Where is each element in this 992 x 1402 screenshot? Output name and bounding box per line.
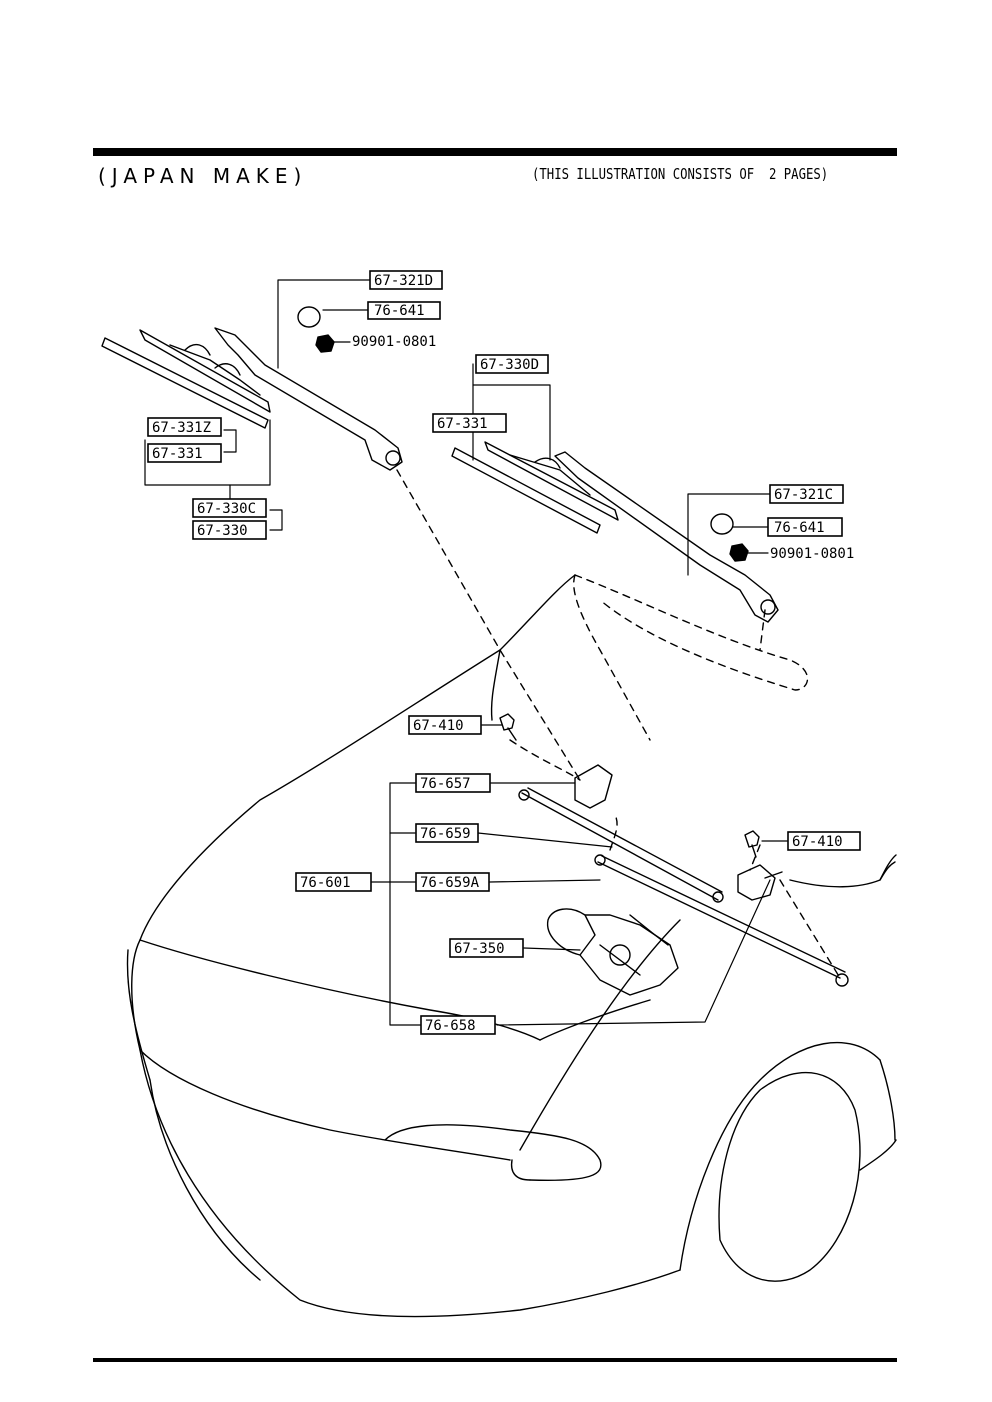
svg-text:67-330D: 67-330D (480, 357, 539, 373)
callout-76-659: 76-659 (415, 823, 479, 843)
svg-text:90901-0801: 90901-0801 (352, 334, 436, 350)
top-rule (93, 148, 897, 156)
svg-text:67-331: 67-331 (152, 446, 203, 462)
svg-text:76-659: 76-659 (420, 826, 471, 842)
svg-text:76-657: 76-657 (420, 776, 471, 792)
right-nut (729, 543, 749, 562)
svg-text:67-331: 67-331 (437, 416, 488, 432)
svg-text:67-330: 67-330 (197, 523, 248, 539)
svg-text:67-321C: 67-321C (774, 487, 833, 503)
callout-67-331Z: 67-331Z (147, 417, 222, 437)
svg-text:90901-0801: 90901-0801 (770, 546, 854, 562)
callout-76-657: 76-657 (415, 773, 491, 793)
left-wiper-blade (101, 329, 271, 429)
linkage-assembly (518, 764, 849, 987)
car-body-outline (126, 574, 897, 1318)
svg-text:67-410: 67-410 (792, 834, 843, 850)
right-wiper-blade (451, 441, 619, 534)
page-count-note: (THIS ILLUSTRATION CONSISTS OF 2 PAGES) (532, 165, 829, 183)
leader-lines (144, 279, 788, 1026)
callout-76-601: 76-601 (295, 872, 372, 892)
svg-text:76-641: 76-641 (374, 303, 425, 319)
svg-text:76-658: 76-658 (425, 1018, 476, 1034)
svg-text:67-410: 67-410 (413, 718, 464, 734)
callout-67-321D: 67-321D (369, 270, 443, 290)
callout-67-330C: 67-330C (192, 498, 267, 518)
lower-bolt (744, 830, 760, 858)
svg-text:67-331Z: 67-331Z (152, 420, 211, 436)
svg-text:67-330C: 67-330C (197, 501, 256, 517)
left-nut (315, 334, 335, 353)
callout-67-350: 67-350 (449, 938, 524, 958)
callout-90901-0801-left: 90901-0801 (352, 334, 436, 350)
callout-67-331-right: 67-331 (432, 413, 507, 433)
callout-67-410-upper: 67-410 (408, 715, 482, 735)
callout-90901-0801-right: 90901-0801 (770, 546, 854, 562)
callout-67-330: 67-330 (192, 520, 267, 540)
callout-67-410-lower: 67-410 (787, 831, 861, 851)
svg-text:76-601: 76-601 (300, 875, 351, 891)
wiper-motor (546, 908, 679, 996)
upper-bolt (499, 713, 517, 741)
callout-76-658: 76-658 (420, 1015, 496, 1035)
link-rod-short (597, 855, 846, 979)
callout-67-330D: 67-330D (475, 354, 549, 374)
callout-67-321C: 67-321C (769, 484, 844, 504)
assembly-dashed-lines (396, 469, 841, 979)
right-cap (710, 513, 734, 535)
bottom-rule (93, 1358, 897, 1362)
svg-text:67-350: 67-350 (454, 941, 505, 957)
link-rod-long (521, 787, 723, 901)
right-wiper-arm (554, 451, 779, 623)
callout-76-659A: 76-659A (415, 872, 490, 892)
left-cap (297, 306, 321, 328)
callout-76-641-right: 76-641 (767, 517, 843, 537)
callout-67-331-left: 67-331 (147, 443, 222, 463)
upper-pivot (574, 764, 613, 809)
svg-text:76-641: 76-641 (774, 520, 825, 536)
callout-76-641-left: 76-641 (367, 301, 441, 320)
svg-text:67-321D: 67-321D (374, 273, 433, 289)
left-wiper-arm (214, 327, 403, 471)
lower-pivot (737, 864, 776, 901)
make-header: (JAPAN MAKE) (98, 164, 308, 188)
svg-text:76-659A: 76-659A (420, 875, 480, 891)
